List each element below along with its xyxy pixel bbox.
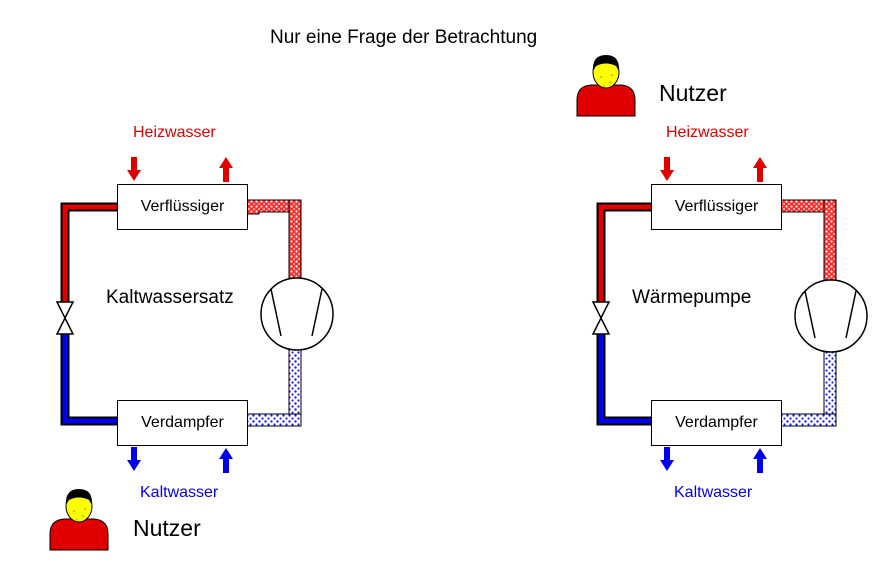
arrow-up-icon — [753, 157, 767, 182]
expansion-valve-icon — [55, 301, 75, 335]
hot-gas-line — [246, 199, 295, 215]
system-name: Kaltwassersatz — [106, 287, 234, 308]
arrow-up-icon — [219, 157, 233, 182]
user-label: Nutzer — [659, 80, 727, 106]
condenser-box: Verflüssiger — [117, 184, 248, 230]
user-icon — [49, 488, 109, 551]
cold-liquid-line — [60, 333, 118, 426]
arrow-down-icon — [127, 447, 141, 471]
compressor-icon — [794, 279, 868, 353]
evaporator-box: Verdampfer — [651, 400, 782, 446]
user-icon — [576, 54, 636, 117]
system-right — [576, 54, 868, 473]
page-title: Nur eine Frage der Betrachtung — [270, 27, 538, 48]
arrow-down-icon — [660, 157, 674, 181]
arrow-up-icon — [753, 448, 767, 473]
system-left — [49, 157, 334, 551]
cold-gas-line — [288, 347, 302, 425]
user-label: Nutzer — [133, 515, 201, 541]
expansion-valve-icon — [591, 301, 611, 335]
cold-liquid-line — [596, 333, 651, 426]
condenser-box: Verflüssiger — [651, 184, 782, 230]
arrow-up-icon — [219, 448, 233, 473]
kaltwasser-label: Kaltwasser — [674, 484, 753, 501]
arrow-down-icon — [660, 447, 674, 471]
heizwasser-label: Heizwasser — [666, 124, 749, 141]
compressor-icon — [260, 277, 334, 351]
cold-gas-line — [823, 349, 837, 425]
kaltwasser-label: Kaltwasser — [140, 484, 219, 501]
system-name: Wärmepumpe — [632, 287, 752, 308]
heizwasser-label: Heizwasser — [133, 124, 216, 141]
hot-gas-line — [780, 199, 830, 213]
arrow-down-icon — [127, 157, 141, 181]
evaporator-box: Verdampfer — [117, 400, 248, 446]
